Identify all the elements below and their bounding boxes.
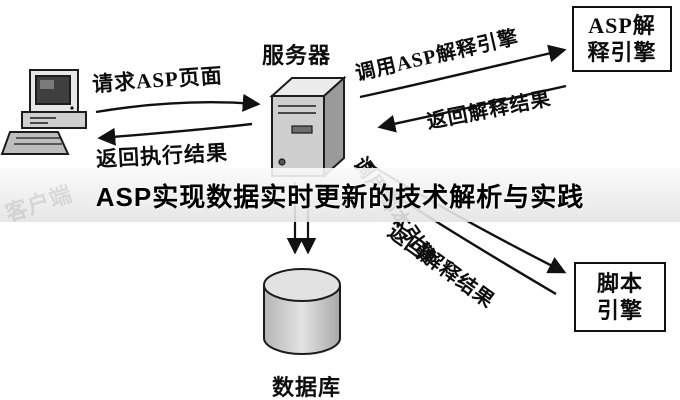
asp-engine-line2: 释引擎: [587, 40, 657, 65]
script-engine-line2: 引擎: [596, 298, 643, 323]
return-interp-top-arrow: [377, 84, 567, 133]
request-arrow: [95, 93, 261, 114]
call-asp-engine-arrow: [359, 44, 567, 99]
asp-engine-box: ASP解 释引擎: [572, 6, 672, 72]
server-label: 服务器: [262, 43, 332, 68]
client-computer-icon: [0, 69, 87, 155]
asp-engine-line1: ASP解: [588, 12, 656, 38]
database-label: 数据库: [272, 375, 342, 400]
return-exec-arrow: [97, 122, 253, 146]
title-banner: ASP实现数据实时更新的技术解析与实践: [0, 168, 680, 222]
banner-title: ASP实现数据实时更新的技术解析与实践: [95, 181, 585, 212]
script-engine-box: 脚本 引擎: [574, 262, 666, 332]
database-cylinder-icon: [263, 268, 341, 355]
script-engine-line1: 脚本: [596, 270, 643, 296]
server-tower-icon: [269, 75, 347, 179]
